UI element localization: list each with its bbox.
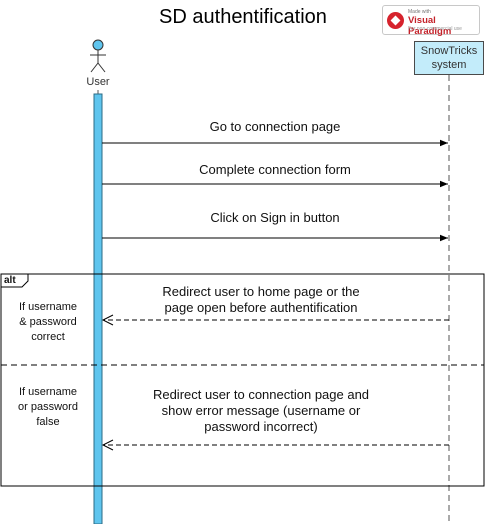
reply-1-line-1: Redirect user to home page or the — [162, 284, 360, 299]
reply-arrow-2 — [101, 439, 449, 451]
watermark-brand: Visual Paradigm — [408, 15, 452, 37]
system-label-line-2: system — [431, 59, 467, 71]
diagram-title: SD authentification — [159, 6, 327, 28]
reply-2-line-1: Redirect user to connection page and — [152, 387, 370, 402]
reply-2-line-3: password incorrect) — [204, 419, 318, 434]
guard-2-line-2: or password — [18, 401, 78, 413]
message-label-2: Complete connection form — [199, 162, 351, 177]
watermark-note: For non-commercial use — [408, 26, 462, 32]
watermark-made-with: Made with — [408, 9, 431, 15]
alt-frame — [0, 273, 485, 487]
message-label-3: Click on Sign in button — [210, 210, 340, 225]
snowtricks-system-lifeline-head: SnowTricks system — [414, 41, 484, 75]
system-label-line-1: SnowTricks — [420, 45, 478, 57]
user-actor-icon — [90, 39, 106, 73]
guard-1-line-2: & password — [19, 316, 77, 328]
visual-paradigm-watermark: Made with Visual Paradigm For non-commer… — [382, 5, 480, 37]
reply-arrow-1 — [101, 314, 449, 326]
guard-2-line-1: If username — [18, 386, 78, 398]
message-label-1: Go to connection page — [209, 119, 341, 134]
alt-guard-2: If username or password false — [6, 385, 90, 430]
guard-1-line-1: If username — [18, 301, 78, 313]
reply-label-1: Redirect user to home page or the page o… — [118, 284, 404, 316]
alt-guard-1: If username & password correct — [6, 300, 90, 345]
visual-paradigm-logo-icon — [387, 12, 404, 29]
user-actor-label: User — [86, 76, 110, 88]
reply-2-line-2: show error message (username or — [161, 403, 361, 418]
alt-frame-tab — [1, 274, 29, 288]
guard-1-line-3: correct — [31, 331, 65, 343]
user-activation-bar — [93, 93, 103, 524]
reply-1-line-2: page open before authentification — [164, 300, 358, 315]
reply-label-2: Redirect user to connection page and sho… — [118, 387, 404, 435]
alt-label: alt — [4, 275, 16, 286]
guard-2-line-3: false — [36, 416, 60, 428]
